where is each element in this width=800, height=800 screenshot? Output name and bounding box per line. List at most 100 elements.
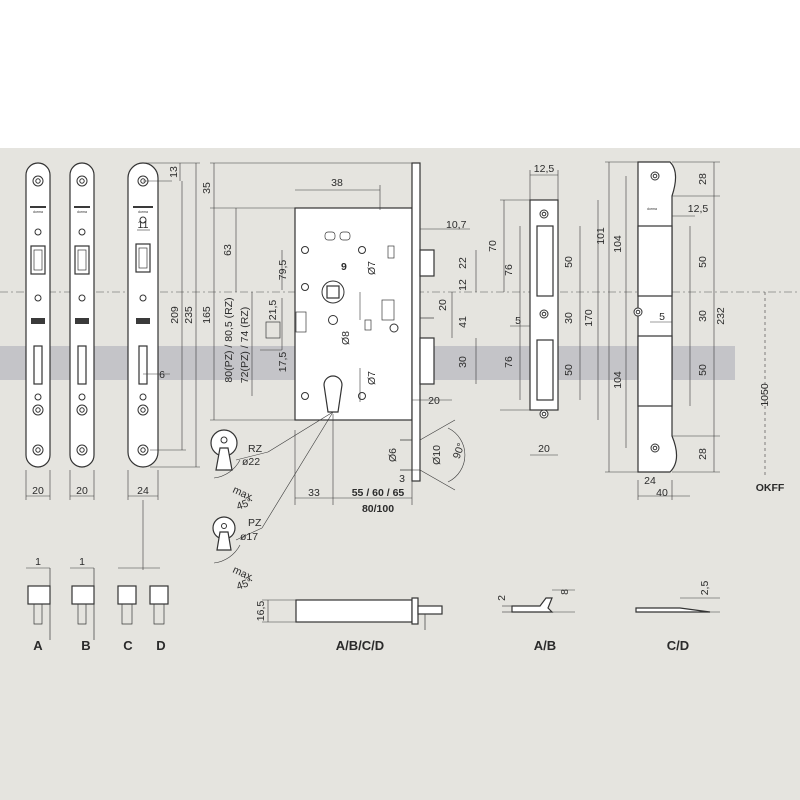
- strike-narrow-70: 70: [487, 240, 499, 252]
- dim-backset-80: 80(PZ) / 80,5 (RZ): [223, 297, 235, 382]
- strike-narrow-50a: 50: [563, 256, 575, 268]
- dim-bolt-angle: 90°: [451, 441, 468, 460]
- cylinder-rz-diameter: ø22: [242, 456, 260, 468]
- strike-wide-5: 5: [659, 311, 665, 323]
- faceplate-a-logo: dorma: [33, 210, 43, 214]
- lock-body: [265, 162, 435, 482]
- side-view-c-label: C: [123, 638, 133, 653]
- dim-top-offset: 35: [201, 182, 213, 194]
- side-view-a-label: A: [33, 638, 43, 653]
- section-ab: [502, 589, 575, 613]
- dim-41: 41: [457, 316, 469, 328]
- strike-narrow-30: 30: [563, 312, 575, 324]
- strike-wide-logo: dorma: [647, 207, 657, 211]
- side-views: [26, 567, 169, 640]
- faceplate-a: [25, 162, 51, 468]
- side-view-d-label: D: [156, 638, 165, 653]
- strike-narrow-width: 12,5: [534, 163, 555, 175]
- strike-narrow-76a: 76: [503, 264, 515, 276]
- dim-63: 63: [222, 244, 234, 256]
- dim-body-width: 38: [331, 177, 343, 189]
- strike-wide-28a: 28: [697, 173, 709, 185]
- strike-wide-30: 30: [697, 310, 709, 322]
- side-view-b-dim: 1: [79, 556, 85, 568]
- faceplate-b-logo: dorma: [77, 210, 87, 214]
- strike-narrow-5: 5: [515, 315, 521, 327]
- strike-wide-dimension-lines: [605, 161, 720, 500]
- strike-wide-101: 101: [595, 227, 607, 245]
- dim-20b: 20: [428, 395, 440, 407]
- cylinder-pz: [212, 516, 263, 564]
- faceplate-c-width: 24: [137, 485, 149, 497]
- cylinder-rz-angle: 45°: [235, 496, 254, 513]
- dim-30: 30: [457, 356, 469, 368]
- section-ab-dim-8: 8: [559, 589, 571, 595]
- dim-bolt-3: 3: [399, 473, 405, 485]
- strike-narrow-76b: 76: [503, 356, 515, 368]
- faceplate-dimension-lines: [25, 162, 200, 570]
- dim-distance: 80/100: [362, 503, 394, 515]
- dim-hole-7b: Ø7: [366, 371, 378, 385]
- bolt-section-dim: 16,5: [255, 601, 267, 622]
- dim-hole-8: Ø8: [340, 331, 352, 345]
- floor-height: 1050: [759, 383, 771, 407]
- side-view-a-dim: 1: [35, 556, 41, 568]
- lock-body-dimension-lines: [210, 162, 477, 529]
- strike-narrow-170: 170: [583, 309, 595, 327]
- dim-165: 165: [201, 306, 213, 324]
- dim-79-5: 79,5: [277, 260, 289, 281]
- section-ab-dim-2: 2: [496, 595, 508, 601]
- cylinder-pz-angle: 45°: [235, 576, 254, 593]
- strike-wide-40: 40: [656, 487, 668, 499]
- strike-wide-232: 232: [715, 307, 727, 325]
- dim-33: 33: [308, 487, 320, 499]
- strike-narrow-20: 20: [538, 443, 550, 455]
- strike-plate-narrow: [529, 199, 559, 419]
- cylinder-rz-name: RZ: [248, 443, 263, 455]
- dim-21-5: 21,5: [267, 300, 279, 321]
- dim-17-5: 17,5: [277, 352, 289, 373]
- faceplate-b: [69, 162, 95, 468]
- floor-label: OKFF: [756, 482, 785, 494]
- dim-backset-options: 55 / 60 / 65: [352, 487, 405, 499]
- strike-wide-104a: 104: [612, 235, 624, 253]
- dim-20: 20: [437, 299, 449, 311]
- dim-12: 12: [457, 279, 469, 291]
- section-cd: [635, 597, 720, 613]
- side-view-b-label: B: [81, 638, 90, 653]
- strike-wide-104b: 104: [612, 371, 624, 389]
- dim-hole-7: Ø7: [366, 261, 378, 275]
- strike-wide-50b: 50: [697, 364, 709, 376]
- faceplate-top-offset: 13: [168, 166, 180, 178]
- strike-wide-50a: 50: [697, 256, 709, 268]
- faceplate-c: [127, 162, 159, 468]
- faceplate-hole-spacing: 209: [169, 306, 181, 324]
- section-cd-label: C/D: [667, 638, 689, 653]
- strike-plate-wide: [633, 161, 678, 473]
- bolt-section-label: A/B/C/D: [336, 638, 384, 653]
- section-cd-dim: 2,5: [699, 581, 711, 596]
- dim-backset-72: 72(PZ) / 74 (RZ): [239, 307, 251, 383]
- bolt-section: [262, 597, 443, 630]
- strike-narrow-dimension-lines: [500, 170, 599, 456]
- dim-22: 22: [457, 257, 469, 269]
- faceplate-offset: 6: [159, 369, 165, 381]
- faceplate-length: 235: [183, 306, 195, 324]
- faceplate-b-width: 20: [76, 485, 88, 497]
- faceplate-c-logo: dorma: [138, 210, 148, 214]
- section-ab-label: A/B: [534, 638, 556, 653]
- cylinder-rz: [210, 429, 269, 479]
- cylinder-pz-name: PZ: [248, 517, 262, 529]
- dim-bolt-6: Ø6: [387, 448, 399, 462]
- strike-wide-12-5: 12,5: [688, 203, 709, 215]
- dim-10-7: 10,7: [446, 219, 467, 231]
- strike-wide-24: 24: [644, 475, 656, 487]
- faceplate-a-width: 20: [32, 485, 44, 497]
- dim-follower: 9: [341, 261, 347, 273]
- cylinder-pz-diameter: ø17: [240, 531, 258, 543]
- strike-narrow-50b: 50: [563, 364, 575, 376]
- dim-bolt-10: Ø10: [431, 445, 443, 465]
- faceplate-slot-width: 11: [138, 219, 149, 231]
- strike-wide-28b: 28: [697, 448, 709, 460]
